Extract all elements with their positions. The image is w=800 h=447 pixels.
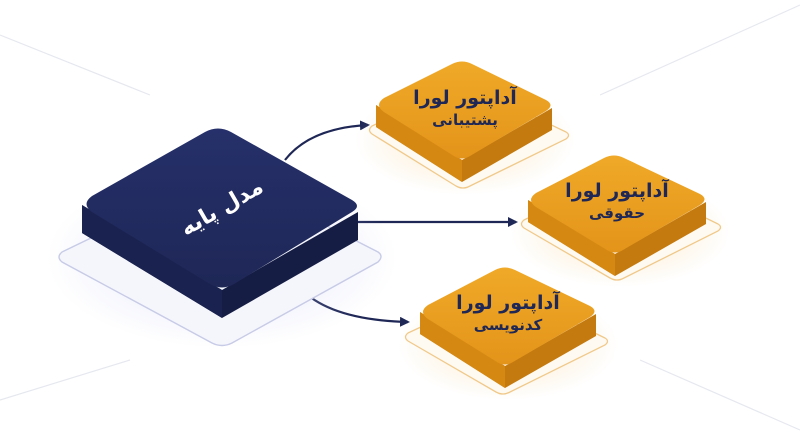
arrow-to-adapter-support (284, 120, 370, 161)
adapter-legal-block (510, 155, 730, 287)
adapter-support-block (355, 61, 575, 195)
background-lines (0, 4, 800, 431)
adapter-coding-block (398, 267, 618, 400)
base-model-block (47, 128, 397, 348)
